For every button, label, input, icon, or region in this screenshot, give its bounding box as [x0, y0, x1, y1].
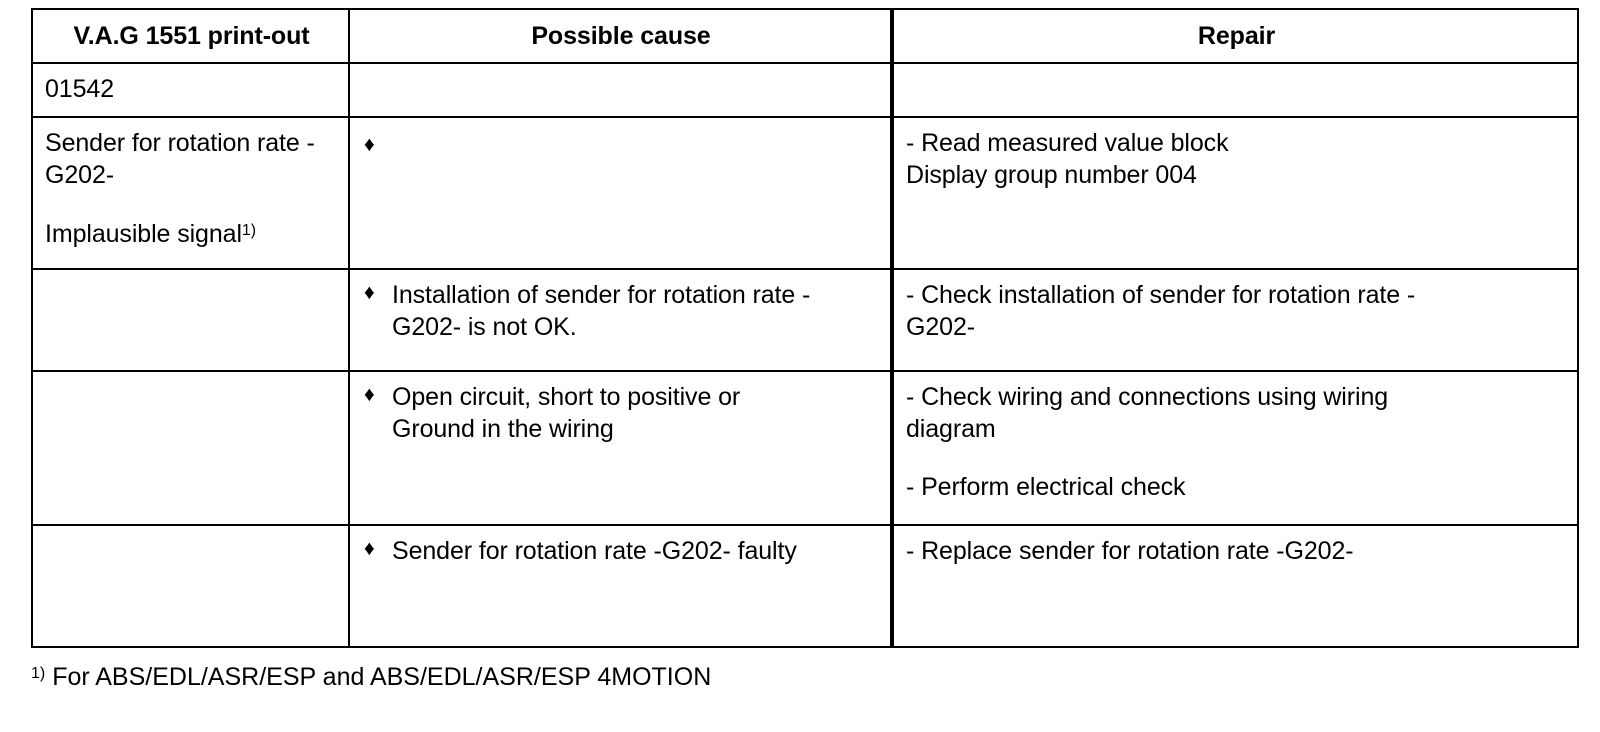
diamond-bullet-icon: ♦ [364, 536, 375, 560]
footnote-marker: 1) [31, 665, 46, 682]
cell-cause-open-circuit: ♦ Open circuit, short to positive or Gro… [348, 369, 893, 526]
cell-printout-blank-install [31, 267, 350, 372]
repair-text-line1: - Read measured value block [906, 128, 1229, 157]
footnote-text: For ABS/EDL/ASR/ESP and ABS/EDL/ASR/ESP … [52, 663, 712, 691]
table-row-open-circuit: ♦ Open circuit, short to positive or Gro… [31, 369, 1579, 526]
repair-list: - Check installation of sender for rotat… [906, 279, 1567, 344]
implausible-signal-text: Implausible signal [45, 219, 242, 248]
cause-text-line2: G202- is not OK. [392, 313, 577, 341]
repair-item: - Replace sender for rotation rate -G202… [906, 535, 1567, 568]
cell-printout-blank-faulty [31, 523, 350, 648]
column-header-repair: Repair [890, 8, 1579, 64]
spacer [45, 192, 338, 218]
repair-list: - Check wiring and connections using wir… [906, 381, 1567, 504]
repair-text-line2: diagram [906, 415, 996, 443]
cause-text-line1: Installation of sender for rotation rate… [392, 280, 811, 309]
column-header-printout-label: V.A.G 1551 print-out [73, 22, 310, 50]
cell-repair-read-measured-value: - Read measured value block Display grou… [890, 115, 1579, 270]
cell-printout-blank-open [31, 369, 350, 526]
column-header-repair-label: Repair [1197, 22, 1276, 50]
table-header-row: V.A.G 1551 print-out Possible cause Repa… [31, 8, 1579, 64]
cause-item: ♦ Open circuit, short to positive or Gro… [362, 381, 880, 446]
table-row-sender-implausible: Sender for rotation rate - G202- Implaus… [31, 115, 1579, 270]
cell-cause-diamond-only: ♦ [348, 115, 893, 270]
repair-item: - Check wiring and connections using wir… [906, 381, 1567, 446]
footnote: 1) For ABS/EDL/ASR/ESP and ABS/EDL/ASR/E… [31, 662, 711, 693]
repair-item: - Check installation of sender for rotat… [906, 279, 1567, 344]
cell-cause-installation: ♦ Installation of sender for rotation ra… [348, 267, 893, 372]
repair-text-line1: - Check wiring and connections using wir… [906, 382, 1389, 411]
cause-item: ♦ Installation of sender for rotation ra… [362, 279, 880, 344]
table-row-installation: ♦ Installation of sender for rotation ra… [31, 267, 1579, 372]
diamond-bullet-icon: ♦ [364, 280, 375, 304]
cell-repair-check-installation: - Check installation of sender for rotat… [890, 267, 1579, 372]
cell-repair-replace-sender: - Replace sender for rotation rate -G202… [890, 523, 1579, 648]
repair-list: - Replace sender for rotation rate -G202… [906, 535, 1567, 568]
repair-text-line1: - Replace sender for rotation rate -G202… [906, 536, 1354, 565]
repair-text-line2: Display group number 004 [906, 161, 1197, 189]
cell-printout-code: 01542 [31, 61, 350, 118]
sender-text-line2: G202- [45, 161, 114, 189]
cell-repair-empty [890, 61, 1579, 118]
cause-list: ♦ Open circuit, short to positive or Gro… [362, 381, 880, 446]
cell-printout-sender: Sender for rotation rate - G202- Implaus… [31, 115, 350, 270]
fault-code-value: 01542 [45, 74, 115, 103]
cause-list: ♦ Installation of sender for rotation ra… [362, 279, 880, 344]
column-header-possible-cause: Possible cause [348, 8, 893, 64]
table-row-fault-code: 01542 [31, 61, 1579, 118]
cause-text-line2: Ground in the wiring [392, 415, 614, 443]
fault-diagnosis-table: V.A.G 1551 print-out Possible cause Repa… [31, 8, 1579, 648]
repair-text-line1: - Check installation of sender for rotat… [906, 280, 1416, 309]
repair-list: - Read measured value block Display grou… [906, 127, 1567, 192]
repair-text-line2: G202- [906, 313, 975, 341]
cause-text-line1: Sender for rotation rate -G202- faulty [392, 536, 797, 565]
table-row-sender-faulty: ♦ Sender for rotation rate -G202- faulty… [31, 523, 1579, 648]
cause-text-line1: Open circuit, short to positive or [392, 382, 741, 411]
cell-cause-sender-faulty: ♦ Sender for rotation rate -G202- faulty [348, 523, 893, 648]
repair-text-line1: - Perform electrical check [906, 472, 1186, 501]
diamond-bullet-icon: ♦ [364, 132, 375, 156]
repair-item: - Perform electrical check [906, 471, 1567, 504]
diamond-bullet-icon: ♦ [364, 382, 375, 406]
column-header-possible-cause-label: Possible cause [531, 22, 711, 50]
cause-list: ♦ Sender for rotation rate -G202- faulty [362, 535, 880, 568]
cell-repair-check-wiring: - Check wiring and connections using wir… [890, 369, 1579, 526]
cell-cause-empty [348, 61, 893, 118]
column-header-printout: V.A.G 1551 print-out [31, 8, 350, 64]
repair-item: - Read measured value block Display grou… [906, 127, 1567, 192]
footnote-marker-reference: 1) [241, 221, 256, 239]
sender-text-line1: Sender for rotation rate - [45, 128, 315, 157]
cause-item: ♦ Sender for rotation rate -G202- faulty [362, 535, 880, 568]
